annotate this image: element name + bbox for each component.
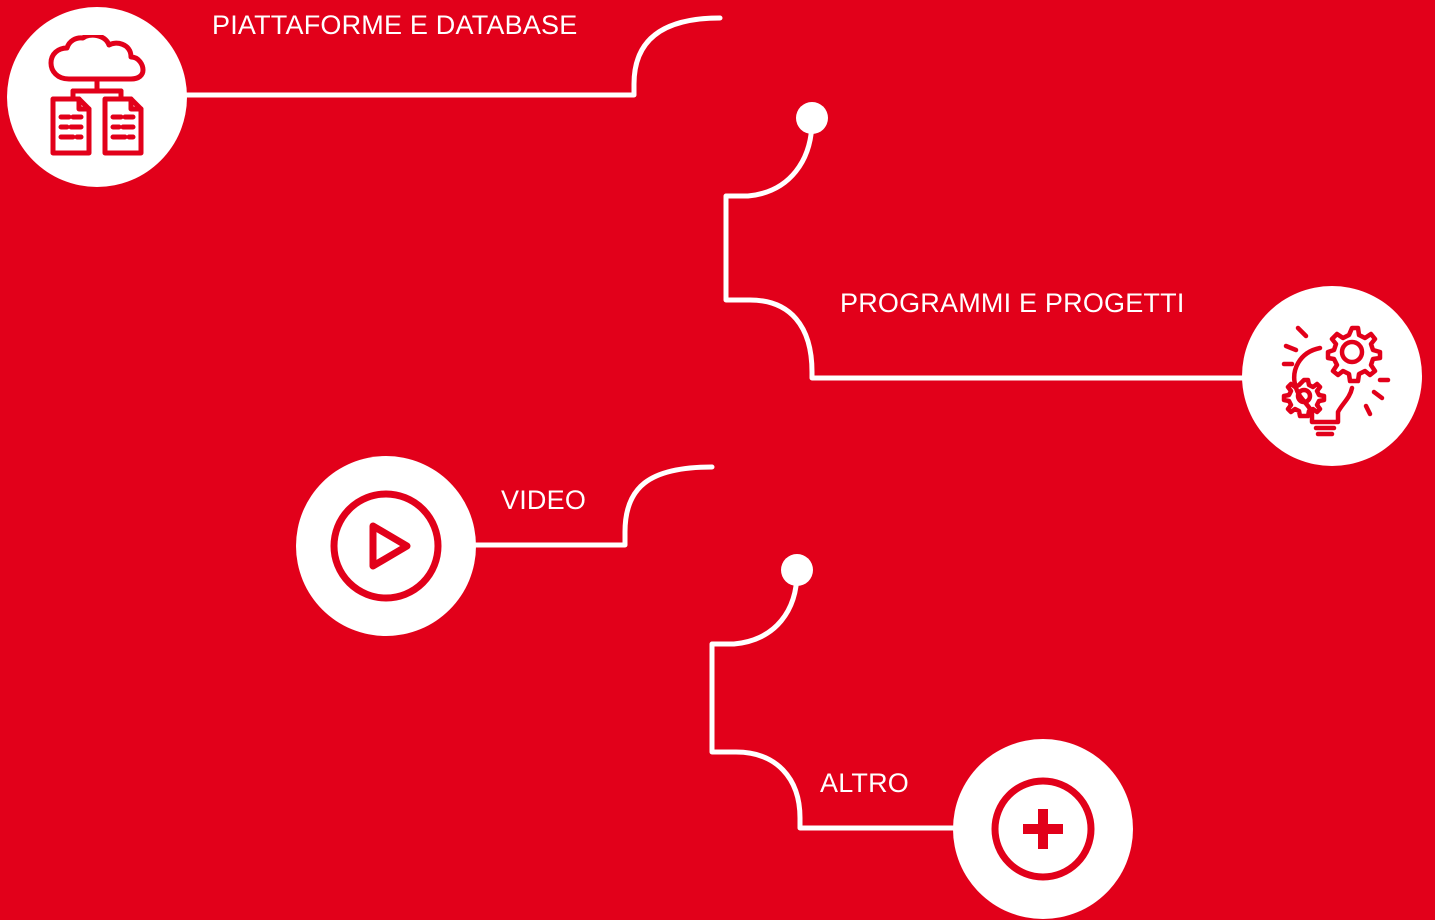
other-node[interactable] [953,739,1133,919]
play-icon [329,489,443,603]
lightbulb-gears-icon [1270,314,1394,438]
label-platforms-databases[interactable]: PIATTAFORME E DATABASE [212,10,578,40]
label-programs-projects[interactable]: PROGRAMMI E PROGETTI [840,288,1185,318]
plus-icon [990,776,1096,882]
connector-programs [723,117,1253,381]
label-video[interactable]: VIDEO [501,485,587,515]
connector-other [709,569,958,831]
cloud-documents-icon [39,35,155,159]
platforms-databases-node[interactable] [7,7,187,187]
video-node[interactable] [296,456,476,636]
programs-projects-node[interactable] [1242,286,1422,466]
connector-platforms [183,15,723,98]
connector-dot-programs [796,102,828,134]
label-other[interactable]: ALTRO [820,768,910,798]
connector-video [467,464,715,548]
connector-dot-other [781,554,813,586]
